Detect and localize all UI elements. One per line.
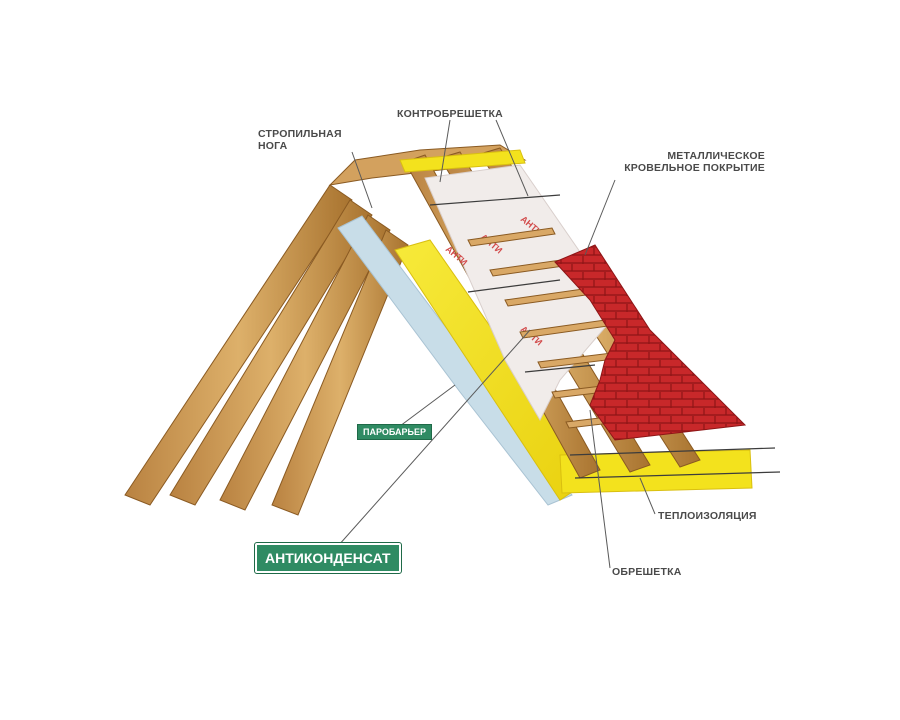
label-vapor-barrier: ПАРОБАРЬЕР — [357, 424, 432, 440]
rafter — [271, 229, 409, 516]
metal-roof-tiles — [554, 244, 747, 441]
anticondensate-membrane — [424, 164, 621, 422]
label-lathing: ОБРЕШЕТКА — [612, 566, 682, 578]
label-rafter-leg: СТРОПИЛЬНАЯ НОГА — [258, 128, 342, 152]
rafter — [124, 184, 353, 506]
leader-lines — [329, 119, 656, 569]
label-metal-roofing: МЕТАЛЛИЧЕСКОЕ КРОВЕЛЬНОЕ ПОКРЫТИЕ — [624, 150, 765, 174]
label-counter-batten: КОНТРОБРЕШЕТКА — [397, 108, 503, 120]
tie-rods — [429, 194, 781, 479]
rafter — [169, 199, 373, 506]
label-anticondensate: АНТИКОНДЕНСАТ — [254, 542, 402, 574]
label-thermal-insulation: ТЕПЛОИЗОЛЯЦИЯ — [658, 510, 757, 522]
counter-batten-top — [399, 149, 526, 173]
rafter — [219, 214, 391, 511]
rafters-left — [124, 184, 409, 516]
